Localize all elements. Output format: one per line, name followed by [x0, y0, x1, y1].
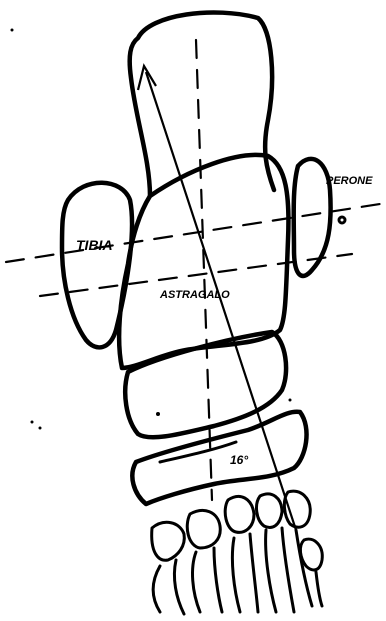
metatarsal-shaft-1 [153, 560, 184, 614]
tibia-bone [62, 183, 132, 348]
metatarsal-base-3 [225, 496, 254, 532]
speck-dot [31, 421, 34, 424]
metatarsal-shaft-2 [193, 548, 222, 612]
metatarsal-base-1 [152, 522, 185, 560]
label-perone: PERONE [326, 175, 373, 187]
speck-dot [156, 412, 160, 416]
label-tibia: TIBIA [76, 237, 113, 253]
speck-dot [39, 427, 42, 430]
metatarsal-base-4 [257, 494, 282, 527]
fibula-axis-marker [339, 217, 345, 223]
metatarsal-shaft-3 [232, 534, 258, 612]
metatarsal-shaft-4 [266, 528, 294, 612]
speck-dot [289, 399, 292, 402]
metatarsal-base-2 [187, 510, 220, 548]
label-astragalo: ASTRAGALO [159, 289, 230, 301]
label-angle: 16° [230, 453, 248, 467]
speck-dot [11, 29, 14, 32]
